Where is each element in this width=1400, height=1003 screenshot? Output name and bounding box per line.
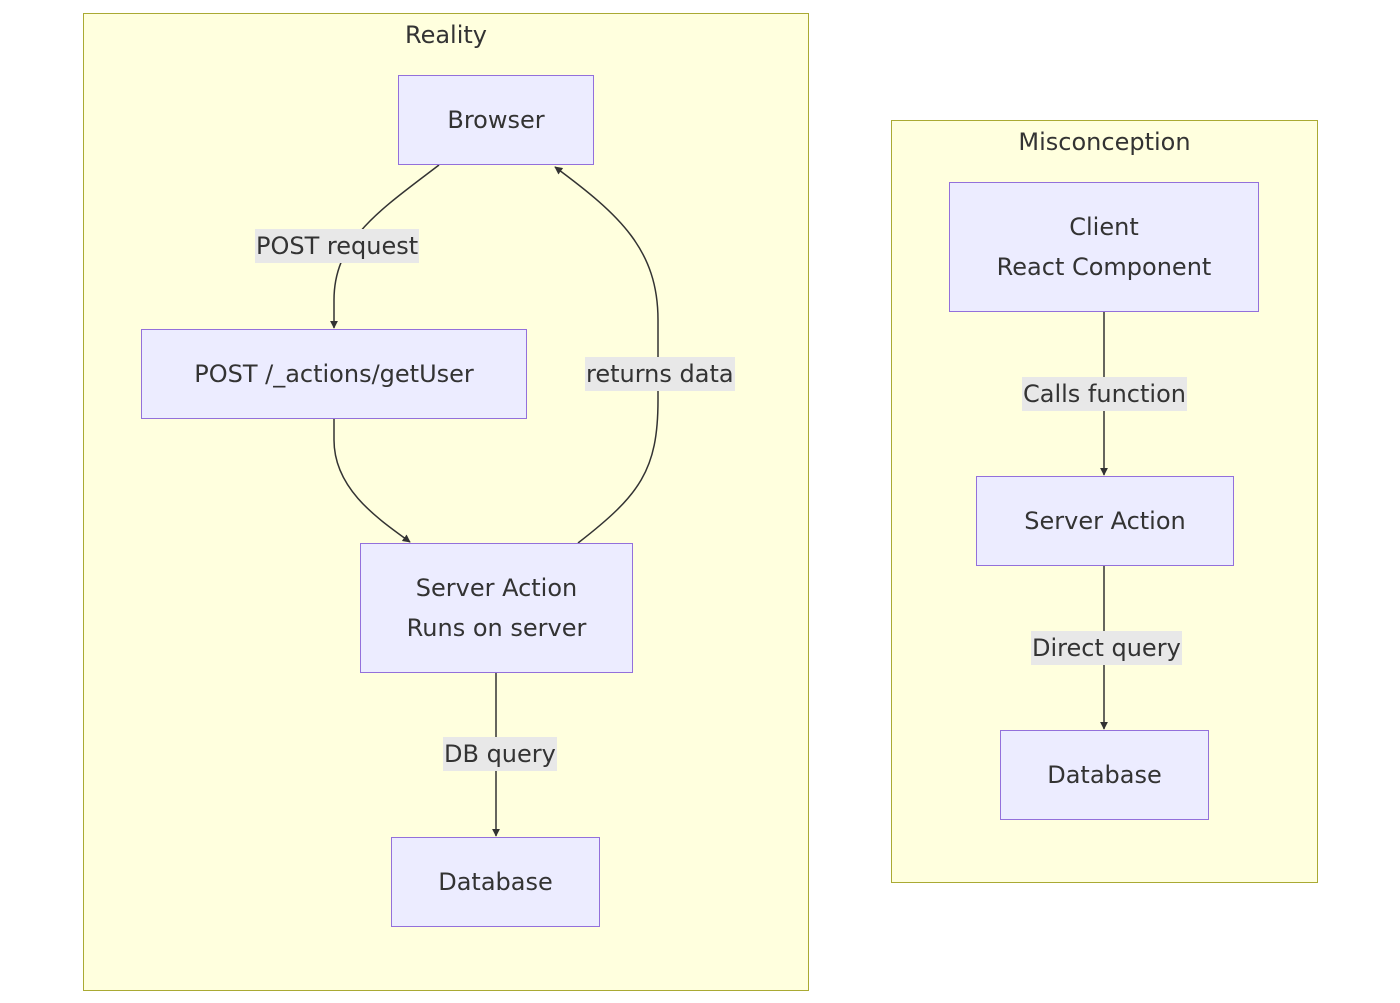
edge-label-post-request: POST request <box>255 229 420 263</box>
node-database-reality-label: Database <box>438 868 553 896</box>
node-browser: Browser <box>398 75 594 165</box>
node-server-action-reality: Server Action Runs on server <box>360 543 633 673</box>
cluster-title-misconception: Misconception <box>1018 128 1191 156</box>
edge-label-direct-query: Direct query <box>1031 631 1182 665</box>
node-client-line1: Client <box>1069 213 1139 241</box>
edge-server-action-to-browser <box>554 166 659 544</box>
node-database-reality: Database <box>391 837 600 927</box>
edge-label-calls-function: Calls function <box>1022 377 1187 411</box>
node-post-endpoint-label: POST /_actions/getUser <box>194 360 474 388</box>
cluster-reality: Reality <box>83 13 809 991</box>
edge-post-to-server-action <box>333 419 411 543</box>
node-database-misconception-label: Database <box>1047 761 1162 789</box>
node-server-action-reality-line2: Runs on server <box>406 614 587 642</box>
node-database-misconception: Database <box>1000 730 1209 820</box>
edge-label-db-query: DB query <box>443 737 557 771</box>
node-server-action-misconception-label: Server Action <box>1024 507 1186 535</box>
node-client: Client React Component <box>949 182 1259 312</box>
node-browser-label: Browser <box>447 106 545 134</box>
edge-label-returns-data: returns data <box>585 357 735 391</box>
cluster-title-reality: Reality <box>404 21 488 49</box>
node-server-action-misconception: Server Action <box>976 476 1234 566</box>
node-server-action-reality-line1: Server Action <box>415 574 578 602</box>
node-post-endpoint: POST /_actions/getUser <box>141 329 527 419</box>
node-client-line2: React Component <box>996 253 1212 281</box>
